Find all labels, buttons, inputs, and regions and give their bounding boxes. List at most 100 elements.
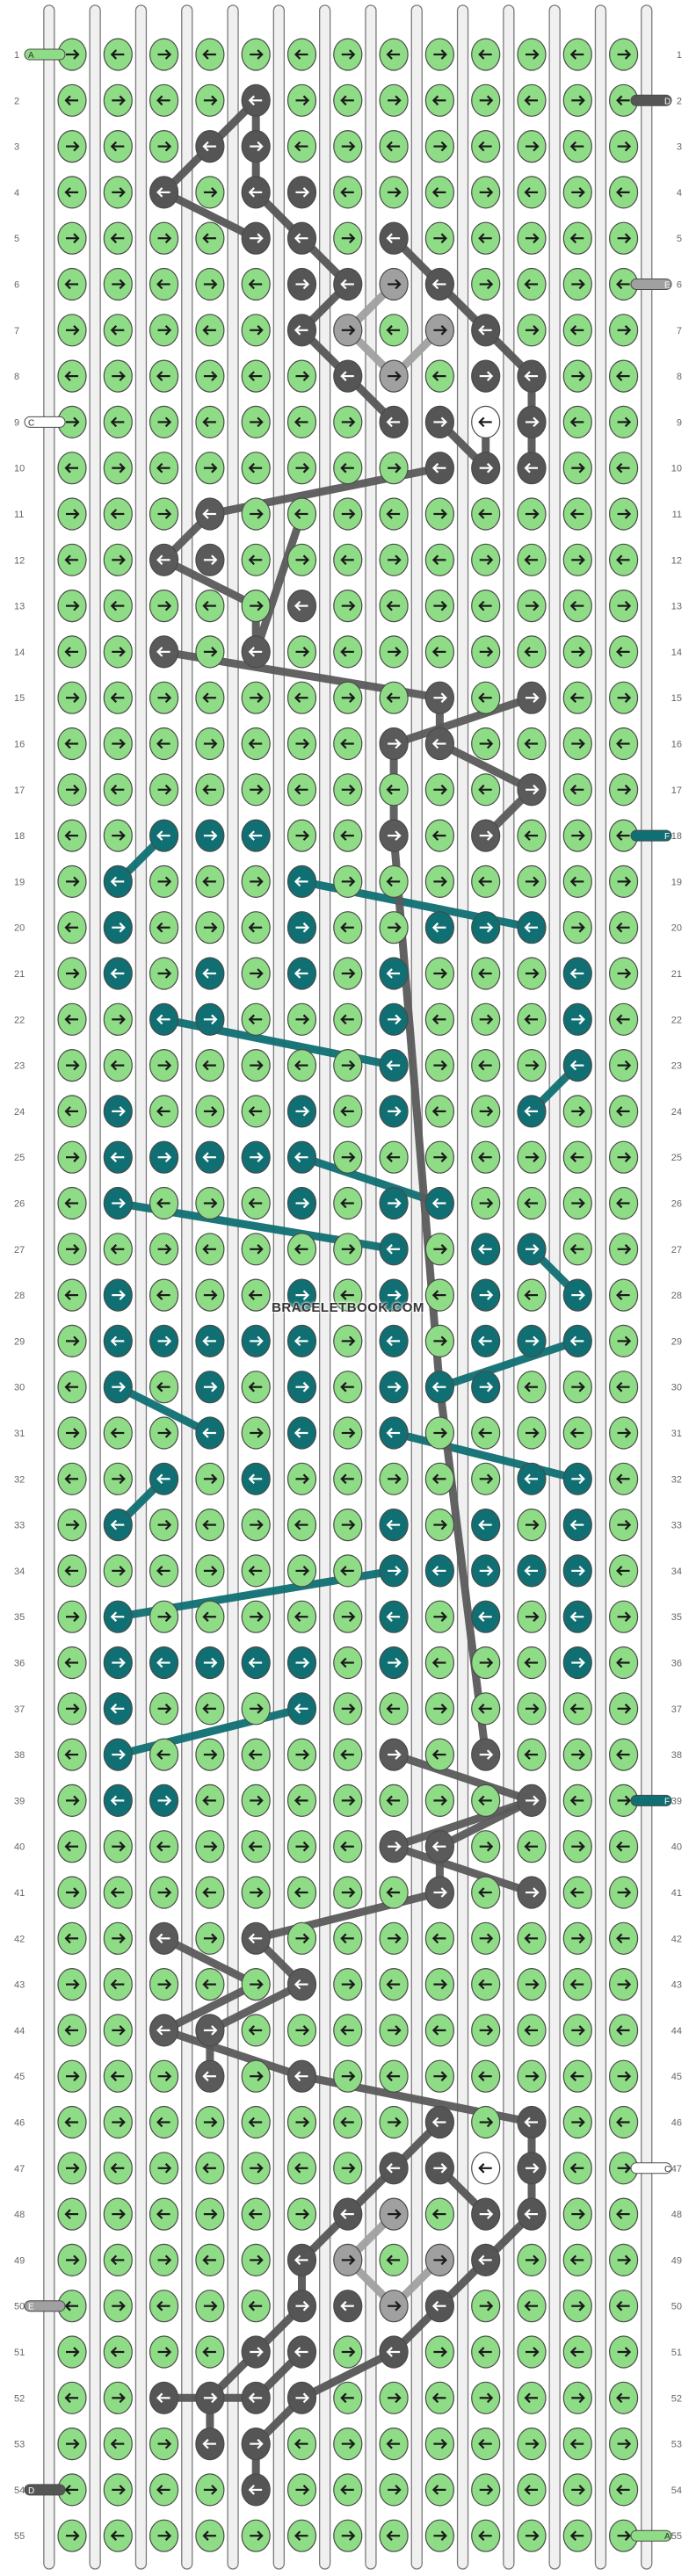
knot-r29-c5 xyxy=(241,1324,271,1358)
knot-r14-c13 xyxy=(608,635,639,669)
knot-r12-c10 xyxy=(471,543,501,576)
knot-r53-c3 xyxy=(149,2428,179,2461)
knot-r35-c5 xyxy=(241,1600,271,1633)
knot-r14-c8 xyxy=(379,635,409,669)
knot-r17-c3 xyxy=(149,773,179,807)
knot-r1-c6 xyxy=(286,38,317,71)
knot-r20-c10 xyxy=(471,911,501,944)
knot-r7-c12 xyxy=(562,314,592,347)
knot-r24-c1 xyxy=(57,1095,87,1128)
knot-r53-c1 xyxy=(57,2428,87,2461)
knot-r42-c4 xyxy=(195,1921,225,1955)
knot-r50-c1 xyxy=(57,2290,87,2323)
row-label-right: 39 xyxy=(671,1796,682,1806)
knot-r35-c1 xyxy=(57,1600,87,1633)
knot-r22-c6 xyxy=(286,1002,317,1036)
knot-r8-c5 xyxy=(241,359,271,393)
knot-r9-c6 xyxy=(286,405,317,438)
string-11 xyxy=(503,4,515,2570)
row-label-left: 53 xyxy=(14,2440,25,2450)
knot-r19-c6 xyxy=(286,865,317,899)
knot-r1-c4 xyxy=(195,38,225,71)
knot-r19-c7 xyxy=(333,865,363,899)
row-label-left: 24 xyxy=(14,1107,25,1118)
knot-r1-c11 xyxy=(517,38,547,71)
row-label-right: 45 xyxy=(671,2072,682,2082)
knot-r40-c12 xyxy=(562,1830,592,1863)
strand-end-label: C xyxy=(664,2165,671,2174)
knot-r18-c6 xyxy=(286,819,317,852)
knot-r10-c8 xyxy=(379,452,409,485)
knot-r8-c10 xyxy=(471,359,501,393)
knot-r20-c3 xyxy=(149,911,179,944)
knot-r21-c8 xyxy=(379,957,409,990)
knot-r2-c6 xyxy=(286,83,317,117)
knot-r31-c12 xyxy=(562,1416,592,1450)
row-label-left: 48 xyxy=(14,2210,25,2220)
row-label-right: 15 xyxy=(671,693,682,704)
knot-r22-c9 xyxy=(424,1002,454,1036)
knot-r8-c8 xyxy=(379,359,409,393)
knot-r27-c13 xyxy=(608,1233,639,1266)
knot-r6-c2 xyxy=(103,267,133,301)
knot-r49-c7 xyxy=(333,2243,363,2276)
knot-r30-c4 xyxy=(195,1371,225,1404)
knot-r41-c5 xyxy=(241,1876,271,1909)
knot-r35-c10 xyxy=(471,1600,501,1633)
knot-r45-c7 xyxy=(333,2059,363,2093)
row-label-right: 31 xyxy=(671,1429,682,1439)
knot-r4-c2 xyxy=(103,176,133,209)
knot-r22-c5 xyxy=(241,1002,271,1036)
knot-r8-c11 xyxy=(517,359,547,393)
knot-r24-c8 xyxy=(379,1095,409,1128)
knot-r14-c12 xyxy=(562,635,592,669)
knot-r11-c13 xyxy=(608,497,639,531)
knot-r31-c7 xyxy=(333,1416,363,1450)
knot-r30-c12 xyxy=(562,1371,592,1404)
knot-r32-c13 xyxy=(608,1462,639,1495)
knot-r27-c1 xyxy=(57,1233,87,1266)
knot-r16-c2 xyxy=(103,727,133,761)
knot-r37-c6 xyxy=(286,1692,317,1726)
knot-r49-c10 xyxy=(471,2243,501,2276)
knot-r25-c6 xyxy=(286,1140,317,1174)
knot-r45-c2 xyxy=(103,2059,133,2093)
knot-r54-c12 xyxy=(562,2473,592,2507)
row-label-right: 5 xyxy=(677,234,682,244)
knot-r5-c9 xyxy=(424,221,454,255)
knot-r24-c2 xyxy=(103,1095,133,1128)
knot-r51-c10 xyxy=(471,2335,501,2369)
row-label-right: 29 xyxy=(671,1336,682,1347)
knot-r26-c1 xyxy=(57,1186,87,1220)
knot-r50-c9 xyxy=(424,2290,454,2323)
knot-r27-c2 xyxy=(103,1233,133,1266)
knot-r45-c10 xyxy=(471,2059,501,2093)
knot-r29-c8 xyxy=(379,1324,409,1358)
row-label-right: 51 xyxy=(671,2348,682,2358)
strand-end-label: E xyxy=(664,281,671,291)
knot-r32-c2 xyxy=(103,1462,133,1495)
knot-r52-c3 xyxy=(149,2381,179,2414)
row-label-right: 49 xyxy=(671,2255,682,2266)
row-label-right: 42 xyxy=(671,1934,682,1944)
knot-r28-c3 xyxy=(149,1278,179,1312)
knot-r16-c3 xyxy=(149,727,179,761)
row-label-right: 4 xyxy=(677,188,682,199)
knot-r42-c2 xyxy=(103,1921,133,1955)
knot-r49-c9 xyxy=(424,2243,454,2276)
knot-r24-c6 xyxy=(286,1095,317,1128)
knot-r49-c13 xyxy=(608,2243,639,2276)
knot-r36-c8 xyxy=(379,1646,409,1680)
knot-r27-c6 xyxy=(286,1233,317,1266)
knot-r41-c4 xyxy=(195,1876,225,1909)
knot-r5-c1 xyxy=(57,221,87,255)
knot-r5-c4 xyxy=(195,221,225,255)
knot-r23-c9 xyxy=(424,1048,454,1082)
row-label-right: 24 xyxy=(671,1107,682,1118)
knot-r1-c13 xyxy=(608,38,639,71)
row-label-right: 46 xyxy=(671,2118,682,2129)
knot-r48-c10 xyxy=(471,2197,501,2231)
knot-r20-c9 xyxy=(424,911,454,944)
knot-r51-c4 xyxy=(195,2335,225,2369)
knot-r25-c9 xyxy=(424,1140,454,1174)
